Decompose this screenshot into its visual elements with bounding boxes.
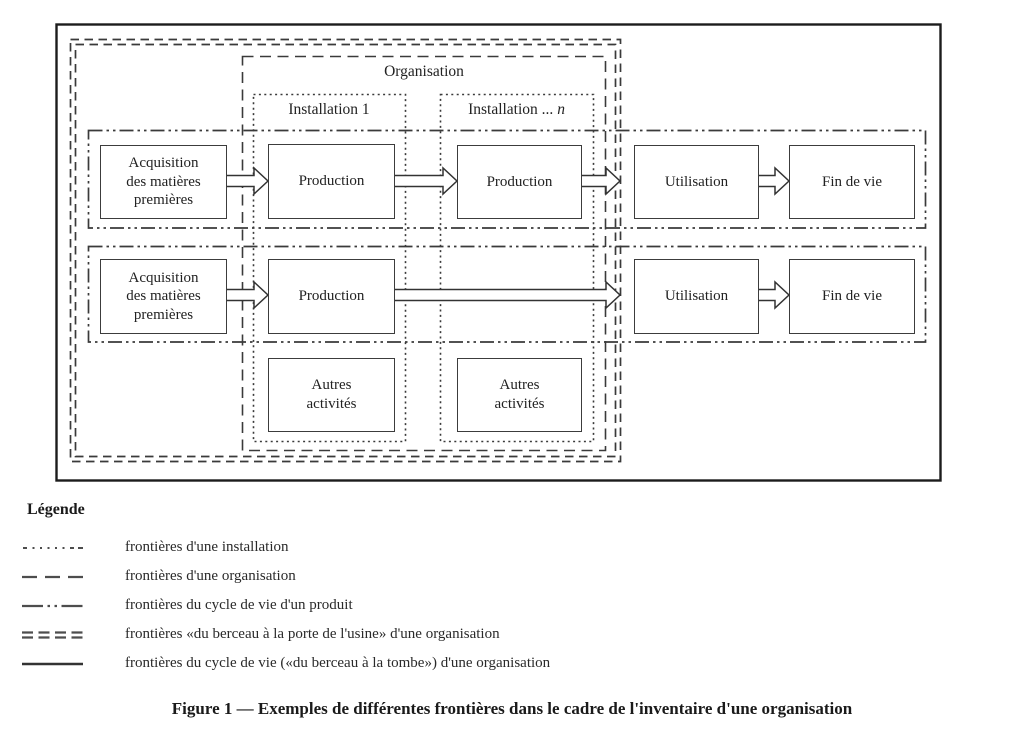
box-acquisition-row1: Acquisition des matières premières (100, 145, 227, 219)
cradle-to-grave-boundary (55, 23, 942, 482)
box-utilisation-row1: Utilisation (634, 145, 759, 219)
product-lifecycle-boundary-row1 (87, 129, 927, 229)
box-acquisition-row2: Acquisition des matières premières (100, 259, 227, 334)
product-lifecycle-boundary-row2 (87, 245, 927, 343)
organisation-boundary (241, 55, 607, 452)
legend-item-cycle-produit: frontières du cycle de vie d'un produit (22, 591, 550, 620)
arrow-row1-production-production (392, 166, 459, 196)
legend-item-organisation: frontières d'une organisation (22, 562, 550, 591)
arrow-row1-production-utilisation (579, 166, 622, 196)
organisation-label: Organisation (384, 63, 464, 80)
box-autres-activites-installation1: Autres activités (268, 358, 395, 432)
arrow-row1-utilisation-fin (756, 166, 791, 196)
box-production-row1-installation1: Production (268, 144, 395, 219)
legend-sample-dash-dot-dot-line (22, 604, 83, 607)
legend-item-berceau-tombe: frontières du cycle de vie («du berceau … (22, 649, 550, 678)
installation-1-label: Installation 1 (288, 101, 370, 118)
legend-sample-dashed-line (22, 575, 83, 578)
legend-label: frontières «du berceau à la porte de l'u… (125, 626, 500, 642)
box-production-row2: Production (268, 259, 395, 334)
legend-label: frontières d'une organisation (125, 568, 296, 584)
legend-item-installation: frontières d'une installation (22, 533, 550, 562)
figure-caption: Figure 1 — Exemples de différentes front… (171, 699, 853, 718)
legend-sample-dotted-line (23, 546, 83, 549)
installation-n-boundary (439, 93, 595, 443)
arrow-row2-utilisation-fin (756, 280, 791, 310)
installation-n-label-prefix: Installation ... (468, 101, 558, 118)
flow-arrows (224, 166, 791, 310)
box-fin-de-vie-row2: Fin de vie (789, 259, 915, 334)
box-utilisation-row2: Utilisation (634, 259, 759, 334)
legend-label: frontières d'une installation (125, 539, 289, 555)
legend-label: frontières du cycle de vie d'un produit (125, 597, 353, 613)
legend-title: Légende (27, 501, 85, 518)
box-production-row1-installationN: Production (457, 145, 582, 219)
legend-label: frontières du cycle de vie («du berceau … (125, 655, 551, 671)
legend: frontières d'une installation frontières… (22, 533, 550, 678)
arrow-row2-acquisition-production (224, 280, 270, 310)
legend-sample-solid-line (22, 662, 83, 665)
box-fin-de-vie-row1: Fin de vie (789, 145, 915, 219)
legend-item-berceau-porte: frontières «du berceau à la porte de l'u… (22, 620, 550, 649)
cradle-to-gate-boundary (69, 38, 622, 463)
installation-1-boundary (252, 93, 407, 443)
installation-n-label: Installation ... n (440, 101, 593, 119)
arrow-row2-production-utilisation (392, 280, 622, 310)
installation-n-label-n: n (557, 101, 565, 118)
arrow-row1-acquisition-production (224, 166, 270, 196)
legend-sample-double-dashed-line (22, 630, 83, 639)
box-autres-activites-installationN: Autres activités (457, 358, 582, 432)
